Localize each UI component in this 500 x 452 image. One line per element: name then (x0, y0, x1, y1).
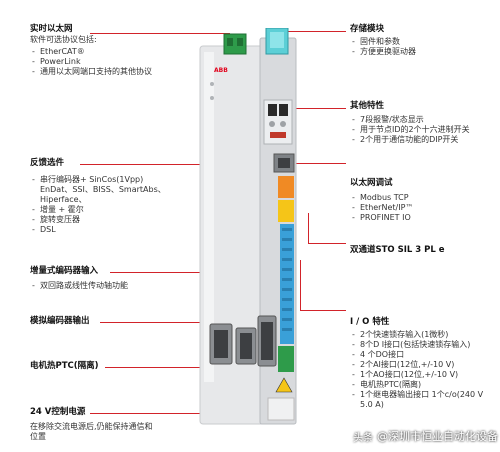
callout-line-incremental-h (110, 272, 258, 273)
list-item: 8个D I接口(包括快速锁存输入) (350, 340, 490, 350)
ethernet-subtitle: 软件可选协议包括: (30, 35, 97, 44)
ptc-block: 电机热PTC(隔离) (30, 361, 180, 372)
list-item: 1个继电器输出接口 1个c/o(240 V 5.0 A) (350, 390, 490, 410)
control-power-block: 24 V控制电源 在移除交流电源后,仍能保持通信和位置 (30, 407, 160, 442)
control-power-title: 24 V控制电源 (30, 407, 86, 417)
callout-line-io-h (300, 310, 346, 311)
ethernet-debug-block: 以太网调试 Modbus TCP EtherNet/IP™ PROFINET I… (350, 178, 490, 223)
list-item: EtherNet/IP™ (350, 203, 490, 213)
list-item: PROFINET IO (350, 213, 490, 223)
list-item: 增量 + 霍尔 (30, 205, 178, 215)
callout-line-sto-h (308, 243, 346, 244)
io-list: 2个快速锁存输入(1微秒) 8个D I接口(包括快速锁存输入) 4 个DO接口 … (350, 330, 490, 410)
callout-line-sto-v (308, 213, 309, 244)
list-item: DSL (30, 225, 178, 235)
io-block: I / O 特性 2个快速锁存输入(1微秒) 8个D I接口(包括快速锁存输入)… (350, 317, 490, 410)
list-item: 电机热PTC(隔离) (350, 380, 490, 390)
list-item: 2个快速锁存输入(1微秒) (350, 330, 490, 340)
ethernet-debug-list: Modbus TCP EtherNet/IP™ PROFINET IO (350, 193, 490, 223)
storage-title: 存储模块 (350, 24, 385, 34)
feedback-list: 串行编码器+ SinCos(1Vpp) EnDat、SSI、BISS、Smart… (30, 175, 178, 235)
analog-output-title: 模拟编码器输出 (30, 316, 90, 326)
feedback-block: 反馈选件 串行编码器+ SinCos(1Vpp) EnDat、SSI、BISS、… (30, 158, 178, 235)
callout-line-ethernet-h (90, 33, 230, 34)
watermark: 头条 @深圳市恒业自动化设备 (333, 426, 498, 446)
list-item: 通用以太网端口支持的其他协议 (30, 67, 175, 77)
list-item: 用于节点ID的2个十六进制开关 (350, 125, 495, 135)
list-item: Modbus TCP (350, 193, 490, 203)
list-item: 2个用于通信功能的DIP开关 (350, 135, 495, 145)
callout-line-io-v (300, 260, 301, 311)
callout-line-power-h (90, 413, 280, 414)
feedback-title: 反馈选件 (30, 158, 65, 168)
list-item: 7段报警/状态显示 (350, 115, 495, 125)
abb-logo: ABB (214, 67, 228, 74)
incremental-encoder-block: 增量式编码器输入 双回路或线性传动轴功能 (30, 266, 190, 291)
list-item: 串行编码器+ SinCos(1Vpp) EnDat、SSI、BISS、Smart… (30, 175, 178, 205)
storage-list: 固件和参数 方便更换驱动器 (350, 37, 490, 57)
callout-line-ethdebug (296, 163, 346, 164)
callout-line-ptc-h (105, 367, 233, 368)
ethernet-block: 实时以太网 软件可选协议包括: EtherCAT® PowerLink 通用以太… (30, 24, 175, 77)
callout-line-feedback-h (80, 164, 238, 165)
servo-drive-illustration: ABB (199, 28, 297, 425)
ethernet-debug-title: 以太网调试 (350, 178, 393, 188)
callout-line-storage (282, 31, 346, 32)
control-power-subtitle: 在移除交流电源后,仍能保持通信和位置 (30, 422, 153, 441)
ethernet-list: EtherCAT® PowerLink 通用以太网端口支持的其他协议 (30, 47, 175, 77)
sto-block: 双通道STO SIL 3 PL e (350, 245, 495, 256)
list-item: 2个AI接口(12位,+/-10 V) (350, 360, 490, 370)
other-features-title: 其他特性 (350, 101, 385, 111)
list-item: 旋转变压器 (30, 215, 178, 225)
analog-output-block: 模拟编码器输出 (30, 316, 180, 327)
list-item: 4 个DO接口 (350, 350, 490, 360)
list-item: 双回路或线性传动轴功能 (30, 281, 190, 291)
ptc-title: 电机热PTC(隔离) (30, 361, 99, 371)
list-item: 1个AO接口(12位,+/-10 V) (350, 370, 490, 380)
list-item: PowerLink (30, 57, 175, 67)
other-features-block: 其他特性 7段报警/状态显示 用于节点ID的2个十六进制开关 2个用于通信功能的… (350, 101, 495, 145)
incremental-list: 双回路或线性传动轴功能 (30, 281, 190, 291)
ethernet-title: 实时以太网 (30, 24, 73, 34)
watermark-handle: @深圳市恒业自动化设备 (377, 430, 498, 443)
list-item: EtherCAT® (30, 47, 175, 57)
storage-block: 存储模块 固件和参数 方便更换驱动器 (350, 24, 490, 57)
list-item: 方便更换驱动器 (350, 47, 490, 57)
other-features-list: 7段报警/状态显示 用于节点ID的2个十六进制开关 2个用于通信功能的DIP开关 (350, 115, 495, 145)
watermark-source: 头条 (353, 432, 373, 444)
list-item: 固件和参数 (350, 37, 490, 47)
sto-title: 双通道STO SIL 3 PL e (350, 245, 445, 255)
callout-line-analog-h (100, 322, 218, 323)
callout-line-other (292, 108, 346, 109)
io-title: I / O 特性 (350, 317, 390, 327)
incremental-title: 增量式编码器输入 (30, 266, 99, 276)
